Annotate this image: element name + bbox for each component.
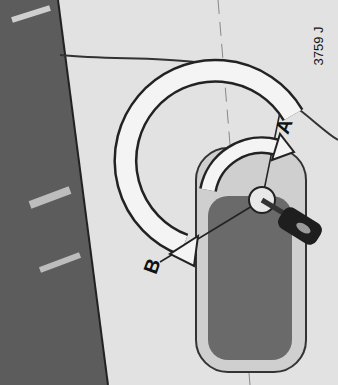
figure-code: 3759 J xyxy=(312,26,325,65)
reflection-stripe xyxy=(12,8,50,20)
arrowhead xyxy=(272,134,294,160)
rotation-arrow-outline xyxy=(208,145,276,190)
key-head xyxy=(275,204,325,248)
rotation-arrow xyxy=(125,71,293,245)
rotation-arrow-outline xyxy=(125,71,293,245)
arrowhead xyxy=(170,236,198,266)
key-blade xyxy=(262,200,285,214)
rotation-arrow xyxy=(208,145,276,190)
reflection-stripe xyxy=(40,255,80,270)
reflection-stripe xyxy=(30,190,70,205)
